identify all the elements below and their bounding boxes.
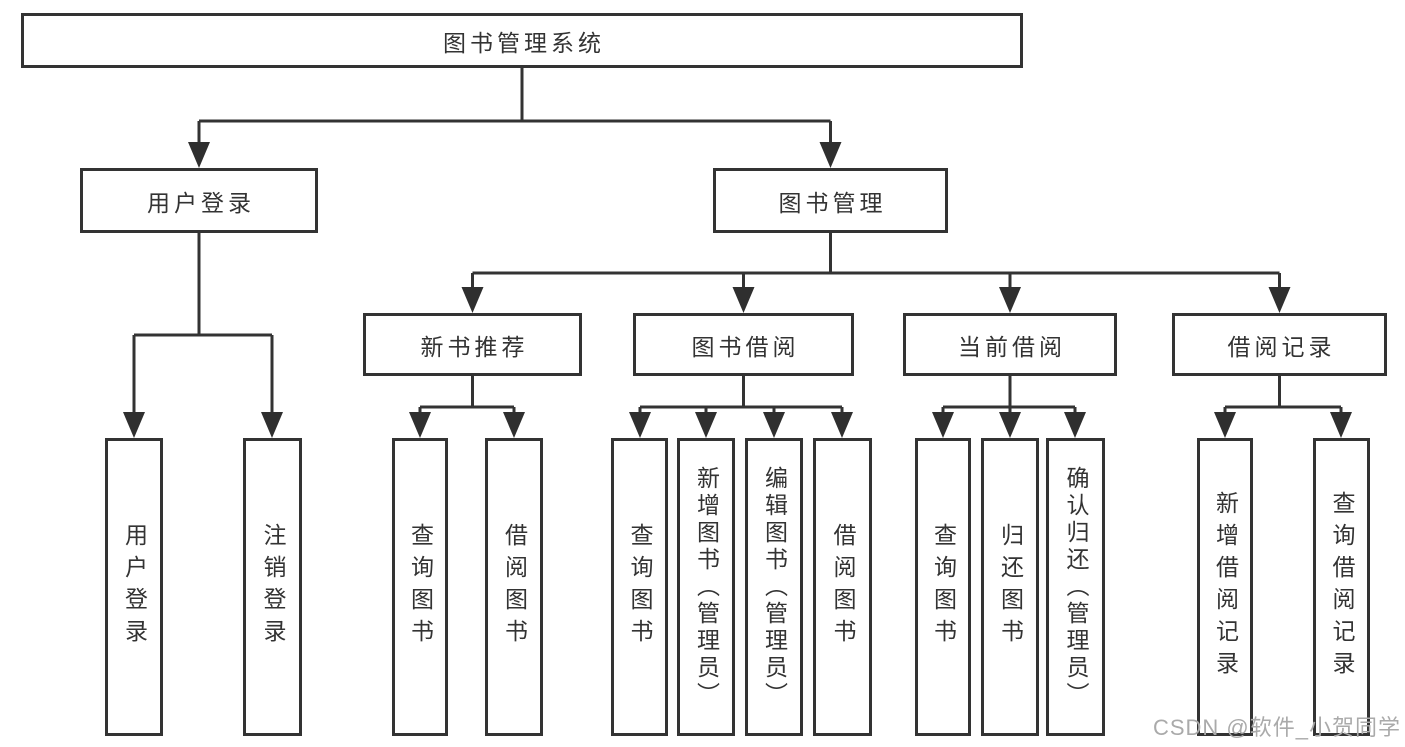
leaf-borrow-query-books: 查询图书	[611, 438, 668, 736]
leaf-current-query-books: 查询图书	[915, 438, 971, 736]
node-book-management: 图书管理	[713, 168, 948, 233]
leaf-current-confirm-return-admin: 确认归还（管理员）	[1046, 438, 1105, 736]
leaf-label: 借阅图书	[830, 523, 856, 651]
leaf-borrow-add-books-admin: 新增图书（管理员）	[677, 438, 735, 736]
leaf-logout: 注销登录	[243, 438, 302, 736]
node-user-login: 用户登录	[80, 168, 318, 233]
node-borrowing-records: 借阅记录	[1172, 313, 1387, 376]
leaf-label: 归还图书	[997, 523, 1024, 651]
leaf-records-query-borrow-record: 查询借阅记录	[1313, 438, 1370, 736]
leaf-recommend-borrow-books: 借阅图书	[485, 438, 543, 736]
node-book-borrowing: 图书借阅	[633, 313, 854, 376]
leaf-label: 借阅图书	[501, 523, 528, 651]
leaf-user-login: 用户登录	[105, 438, 163, 736]
connector-arrowheads	[123, 142, 1352, 438]
watermark: CSDN @软件_小贺同学	[1152, 715, 1401, 740]
leaf-records-add-borrow-record: 新增借阅记录	[1197, 438, 1253, 736]
node-current-borrowing: 当前借阅	[903, 313, 1117, 376]
leaf-label: 注销登录	[260, 523, 286, 651]
leaf-label: 新增图书（管理员）	[693, 465, 720, 709]
leaf-label: 新增借阅记录	[1212, 491, 1239, 683]
leaf-borrow-edit-books-admin: 编辑图书（管理员）	[745, 438, 803, 736]
leaf-label: 用户登录	[121, 523, 148, 651]
leaf-label: 确认归还（管理员）	[1063, 465, 1089, 709]
leaf-label: 编辑图书（管理员）	[761, 465, 788, 709]
node-library-management-system: 图书管理系统	[21, 13, 1023, 68]
connector-stems	[132, 68, 1343, 434]
leaf-borrow-borrow-books: 借阅图书	[813, 438, 872, 736]
leaf-label: 查询图书	[407, 523, 434, 651]
leaf-label: 查询图书	[930, 523, 957, 651]
leaf-label: 查询借阅记录	[1329, 491, 1355, 683]
leaf-current-return-books: 归还图书	[981, 438, 1039, 736]
leaf-recommend-query-books: 查询图书	[392, 438, 448, 736]
node-new-book-recommend: 新书推荐	[363, 313, 582, 376]
leaf-label: 查询图书	[627, 523, 653, 651]
